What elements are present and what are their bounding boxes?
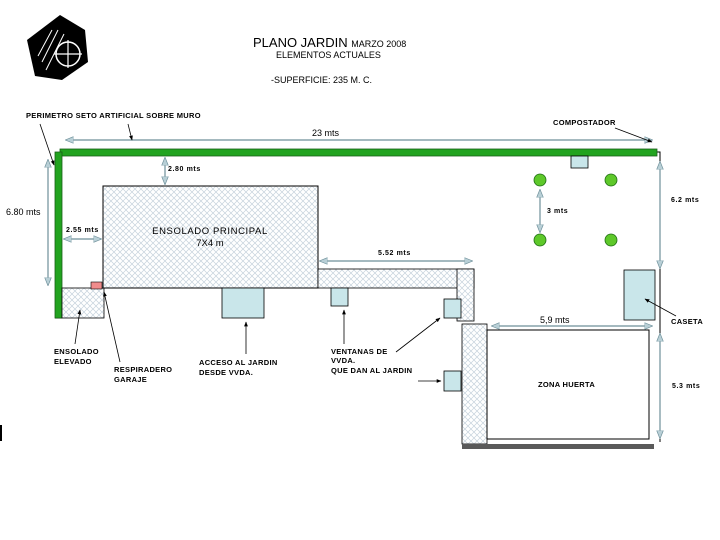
garage-vent (90, 281, 103, 290)
garden-bottom-wall (462, 444, 654, 449)
garden-border (461, 323, 488, 445)
dim-label-gap-right: 5.52 mts (378, 250, 411, 257)
title-text: PLANO JARDIN (253, 35, 348, 50)
leader-shed (644, 298, 677, 317)
label-shed: CASETA (671, 317, 704, 326)
leader-perimeter (127, 123, 133, 141)
dim-label-garden-width: 5,9 mts (540, 315, 570, 325)
surface-area: -SUPERFICIE: 235 M. C. (271, 75, 373, 85)
label-main-deck-size: 7X4 m (196, 238, 224, 249)
leader-perimeter-left (39, 123, 55, 166)
dim-label-right-top: 6.2 mts (671, 197, 700, 204)
dim-label-right-bottom: 5.3 mts (672, 383, 701, 390)
leader-raised-deck (74, 309, 82, 345)
tree-4 (604, 233, 618, 247)
label-compost: COMPOSTADOR (553, 118, 616, 127)
hedge-top (59, 148, 658, 157)
dim-label-gap-left: 2.55 mts (66, 227, 99, 234)
tree-2 (604, 173, 618, 187)
label-windows: VENTANAS DE VVDA. QUE DAN AL JARDIN (331, 347, 413, 375)
shed (623, 269, 656, 321)
dim-label-height-left: 6.80 mts (6, 207, 41, 217)
dim-label-width-total: 23 mts (312, 128, 340, 138)
leader-window-2 (395, 317, 441, 353)
label-raised-deck: ENSOLADO ELEVADO (54, 347, 99, 367)
leader-vent (103, 291, 121, 363)
tree-3 (533, 233, 547, 247)
window-1 (330, 287, 349, 307)
title-date: MARZO 2008 (351, 39, 407, 49)
window-3 (443, 370, 462, 392)
dim-label-gap-top: 2.80 mts (168, 166, 201, 173)
label-garden: ZONA HUERTA (538, 380, 596, 389)
label-main-deck: ENSOLADO PRINCIPAL (152, 226, 268, 237)
garden-access-door (221, 287, 265, 319)
window-2 (443, 298, 462, 319)
raised-deck (61, 287, 105, 319)
subtitle: ELEMENTOS ACTUALES (276, 50, 381, 60)
tree-1 (533, 173, 547, 187)
dim-label-trees: 3 mts (547, 208, 569, 215)
plan-title: PLANO JARDIN MARZO 2008 (253, 36, 406, 49)
main-deck (102, 185, 319, 289)
walkway (317, 268, 475, 289)
label-vent: RESPIRADERO GARAJE (114, 365, 173, 385)
hedge-left (54, 151, 63, 319)
vegetable-garden (486, 329, 650, 440)
label-access: ACCESO AL JARDIN DESDE VVDA. (199, 358, 278, 378)
compass-rose-logo-icon (27, 15, 88, 80)
leader-compost (614, 127, 653, 143)
label-perimeter: PERIMETRO SETO ARTIFICIAL SOBRE MURO (26, 111, 201, 120)
composter (570, 155, 589, 169)
